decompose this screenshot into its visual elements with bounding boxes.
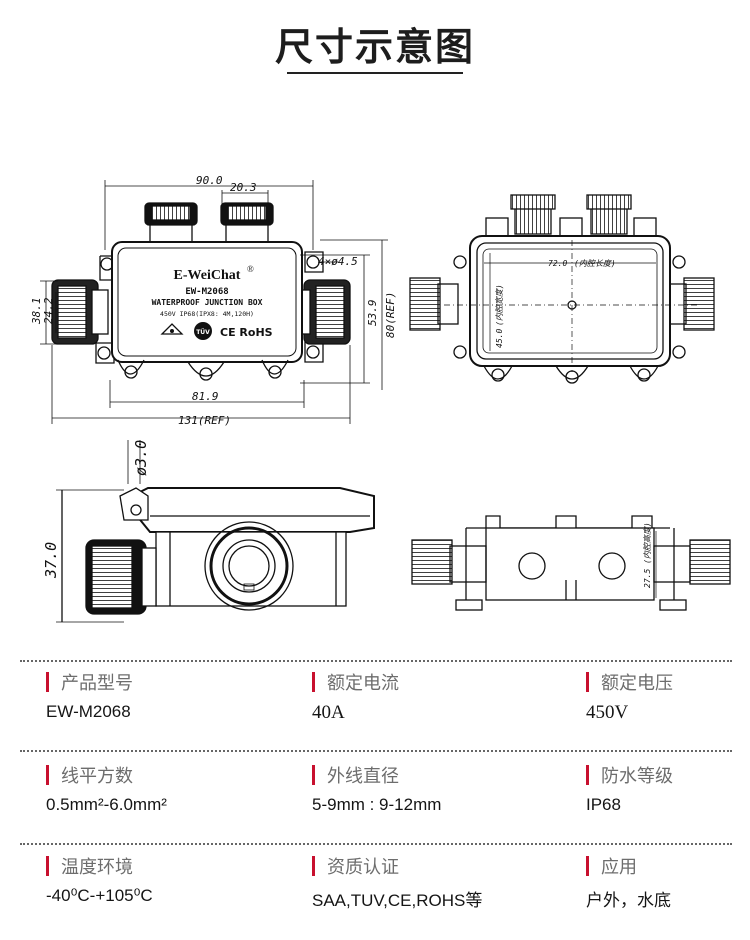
spec-model: 产品型号 EW-M2068 — [46, 670, 133, 722]
title-underline — [287, 72, 463, 74]
brand-text: E-WeiChat — [174, 268, 241, 283]
dim-38-1: 38.1 — [30, 298, 43, 326]
spec-cable-diameter: 外线直径 5-9mm : 9-12mm — [312, 763, 441, 815]
spec-value: IP68 — [586, 795, 621, 814]
spec-value: 户外，水底 — [586, 891, 671, 910]
dim-27-5-note: (内腔高度) — [643, 522, 652, 564]
separator-2 — [20, 750, 732, 752]
separator-1 — [20, 660, 732, 662]
spec-value: 5-9mm : 9-12mm — [312, 795, 442, 814]
spec-value: EW-M2068 — [46, 702, 131, 721]
spec-value: -40⁰C-+105⁰C — [46, 886, 153, 905]
dim-holes: 4×ø4.5 — [318, 255, 358, 268]
spec-label: 防水等级 — [601, 766, 673, 787]
page-title: 尺寸示意图 — [274, 25, 475, 69]
dim-45: 45.0 — [495, 329, 504, 348]
spec-current: 额定电流 40A — [312, 670, 399, 724]
spec-label: 产品型号 — [61, 673, 133, 694]
front-dimensions — [40, 180, 388, 424]
front-dim-labels: 90.0 20.3 4×ø4.5 38.1 24.2 53.9 80(REF) … — [30, 174, 397, 427]
spec-application: 应用 户外，水底 — [586, 854, 671, 911]
spec-wire-gauge: 线平方数 0.5mm²-6.0mm² — [46, 763, 167, 815]
tuv-icon — [194, 322, 212, 340]
top-view — [409, 194, 715, 384]
dimension-drawing: E-WeiChat ® EW-M2068 WATERPROOF JUNCTION… — [30, 174, 731, 623]
spec-label: 温度环境 — [61, 857, 133, 878]
spec-value: 450V — [586, 702, 629, 723]
side-dim-labels: 37.0 ø3.0 — [42, 440, 150, 579]
dim-d3: ø3.0 — [132, 440, 150, 476]
dim-81-9: 81.9 — [192, 390, 219, 403]
spec-label: 额定电压 — [601, 673, 673, 694]
spec-label: 线平方数 — [61, 766, 133, 787]
spec-value: SAA,TUV,CE,ROHS等 — [312, 891, 483, 910]
dim-37: 37.0 — [42, 542, 60, 579]
model-text: EW-M2068 — [185, 287, 228, 297]
registered-mark: ® — [247, 264, 254, 274]
dim-90: 90.0 — [196, 174, 223, 187]
spec-certification: 资质认证 SAA,TUV,CE,ROHS等 — [312, 854, 482, 911]
spec-label: 资质认证 — [327, 857, 399, 878]
dim-53-9: 53.9 — [366, 300, 379, 327]
bottom-dim-labels: 27.5 (内腔高度) — [643, 522, 652, 588]
dim-72-note: (内腔长度) — [574, 259, 616, 268]
spec-temperature: 温度环境 -40⁰C-+105⁰C — [46, 854, 153, 906]
bottom-view — [411, 515, 731, 611]
spec-ip-rating: 防水等级 IP68 — [586, 763, 673, 815]
top-dim-labels: 72.0 (内腔长度) 45.0 (内腔宽度) — [495, 259, 616, 348]
side-view — [56, 440, 375, 623]
ce-rohs-text: CE RoHS — [220, 326, 273, 339]
front-view — [51, 202, 351, 381]
dim-27-5: 27.5 — [643, 569, 652, 588]
svg-text:TÜV: TÜV — [196, 329, 210, 336]
spec-label: 应用 — [601, 857, 637, 878]
dim-80: 80(REF) — [384, 292, 397, 338]
spec-label: 额定电流 — [327, 673, 399, 694]
dim-20-3: 20.3 — [230, 181, 257, 194]
dim-131: 131(REF) — [178, 414, 231, 427]
spec-value: 40A — [312, 702, 345, 723]
dim-24-2: 24.2 — [42, 297, 55, 324]
dim-45-note: (内腔宽度) — [495, 284, 504, 326]
box-label: E-WeiChat ® EW-M2068 WATERPROOF JUNCTION… — [152, 264, 273, 340]
product-text: WATERPROOF JUNCTION BOX — [152, 298, 263, 307]
dim-72: 72.0 — [548, 259, 567, 268]
spec-label: 外线直径 — [327, 766, 399, 787]
separator-3 — [20, 843, 732, 845]
spec-voltage: 额定电压 450V — [586, 670, 673, 724]
spec-value: 0.5mm²-6.0mm² — [46, 795, 167, 814]
rating-text: 450V IP68(IPX8: 4M,120H) — [160, 310, 254, 318]
